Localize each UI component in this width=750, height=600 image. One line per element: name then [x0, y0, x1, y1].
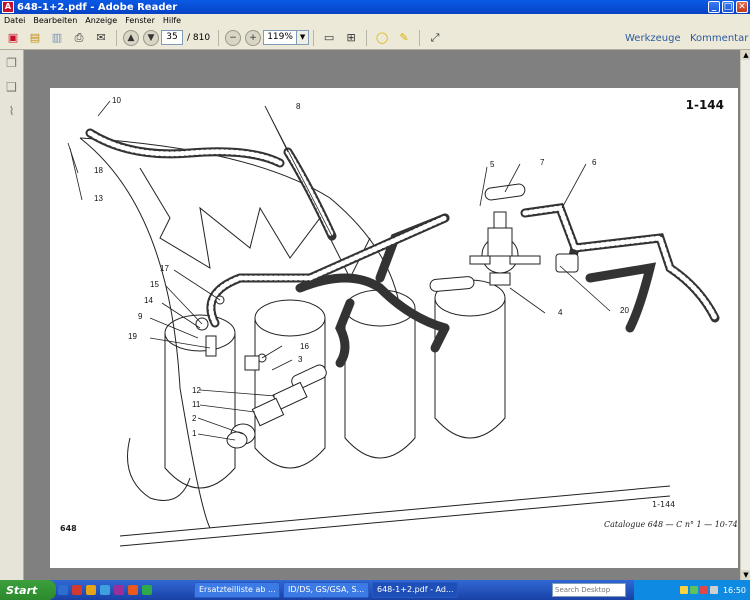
part-label: 5	[490, 160, 495, 169]
attachments-icon[interactable]: ⌇	[8, 104, 15, 118]
zoom-in-icon[interactable]: +	[245, 29, 262, 46]
part-label: 9	[138, 312, 143, 321]
quicklaunch-media-icon[interactable]	[114, 585, 124, 595]
toolbar-separator	[366, 29, 368, 46]
menu-bearbeiten[interactable]: Bearbeiten	[33, 15, 78, 25]
taskbar-item[interactable]: ID/DS, GS/GSA, S...	[283, 582, 369, 598]
part-label: 11	[192, 400, 201, 409]
desktop-search-input[interactable]: Search Desktop	[552, 583, 626, 597]
zoom-input[interactable]: 119%	[263, 30, 298, 45]
previous-page-icon[interactable]: ▲	[123, 29, 139, 46]
parts-diagram	[67, 100, 720, 547]
bookmarks-icon[interactable]: ❑	[6, 80, 17, 94]
catalogue-reference: Catalogue 648 — C n° 1 — 10-74	[604, 520, 738, 529]
create-pdf-icon[interactable]: ▣	[7, 31, 19, 44]
document-area: 1-144	[24, 50, 740, 580]
part-label: 16	[300, 342, 309, 351]
fit-page-icon[interactable]: ▭	[323, 31, 335, 44]
tray-icon[interactable]	[689, 586, 698, 594]
next-page-icon[interactable]: ▼	[143, 29, 159, 46]
email-icon[interactable]: ✉	[96, 31, 106, 44]
title-bar: A 648-1+2.pdf - Adobe Reader _ □ ✕	[0, 0, 750, 14]
show-desktop-icon[interactable]	[58, 585, 68, 595]
quicklaunch-pdf-icon[interactable]	[72, 585, 82, 595]
page-number-input[interactable]: 35	[161, 30, 183, 45]
chevron-down-icon[interactable]: ▼	[297, 30, 310, 45]
minimize-button[interactable]: _	[708, 1, 720, 13]
tray-icon[interactable]	[699, 586, 708, 594]
print-icon[interactable]: ⎙	[74, 30, 84, 44]
part-label: 18	[94, 166, 103, 175]
expand-icon[interactable]: ⤢	[430, 30, 440, 44]
highlight-icon[interactable]: ✎	[399, 31, 409, 44]
part-label: 1	[192, 429, 197, 438]
menu-fenster[interactable]: Fenster	[125, 15, 155, 25]
comment-icon[interactable]: ◯	[375, 31, 389, 44]
part-label: 10	[112, 96, 121, 105]
toolbar-separator	[419, 29, 421, 46]
part-label: 12	[192, 386, 201, 395]
part-label: 13	[94, 194, 103, 203]
comment-link[interactable]: Kommentar	[690, 33, 749, 44]
volume-icon[interactable]	[709, 586, 718, 594]
pdf-page: 1-144	[50, 88, 738, 568]
toolbar-separator	[218, 29, 220, 46]
quicklaunch-app-icon[interactable]	[142, 585, 152, 595]
menu-hilfe[interactable]: Hilfe	[162, 15, 182, 25]
taskbar: Start Ersatzteilliste ab ... ID/DS, GS/G…	[0, 580, 750, 600]
close-button[interactable]: ✕	[736, 1, 748, 13]
tools-link[interactable]: Werkzeuge	[625, 33, 681, 44]
toolbar: ▣ ▤ ▥ ⎙ ✉ ▲ ▼ 35 / 810 − + 119% ▼ ▭ ⊞ ◯ …	[0, 26, 750, 50]
vertical-scrollbar[interactable]: ▲ ▼	[740, 50, 750, 580]
taskbar-item-active[interactable]: 648-1+2.pdf - Ad...	[372, 582, 458, 598]
part-label: 17	[160, 264, 169, 273]
clock: 16:50	[722, 585, 746, 595]
quicklaunch-browser-icon[interactable]	[100, 585, 110, 595]
catalogue-model-number: 648	[60, 524, 77, 533]
zoom-out-icon[interactable]: −	[225, 29, 242, 46]
menu-datei[interactable]: Datei	[4, 15, 26, 25]
system-tray: 16:50	[634, 580, 750, 600]
toolbar-separator	[313, 29, 315, 46]
part-label: 14	[144, 296, 153, 305]
part-label: 20	[620, 306, 629, 315]
page-reference: 1-144	[685, 98, 724, 112]
menu-anzeige[interactable]: Anzeige	[85, 15, 118, 25]
part-label: 15	[150, 280, 159, 289]
part-label: 2	[192, 414, 197, 423]
page-total: / 810	[187, 32, 211, 43]
part-label: 7	[540, 158, 545, 167]
quicklaunch-folder-icon[interactable]	[86, 585, 96, 595]
open-icon[interactable]: ▤	[29, 31, 41, 44]
fit-width-icon[interactable]: ⊞	[346, 31, 356, 44]
part-label: 8	[296, 102, 301, 111]
save-icon[interactable]: ▥	[51, 31, 63, 44]
part-label: 19	[128, 332, 137, 341]
maximize-button[interactable]: □	[722, 1, 734, 13]
navigation-panel: ❐ ❑ ⌇	[0, 50, 24, 580]
figure-reference: 1-144	[652, 500, 676, 509]
pages-icon[interactable]: ❐	[6, 56, 17, 70]
scroll-down-icon[interactable]: ▼	[741, 570, 750, 580]
start-button[interactable]: Start	[0, 580, 56, 600]
toolbar-separator	[116, 29, 117, 46]
part-label: 3	[298, 355, 303, 364]
window-title: 648-1+2.pdf - Adobe Reader	[17, 1, 178, 13]
scroll-up-icon[interactable]: ▲	[741, 50, 750, 60]
quicklaunch-firefox-icon[interactable]	[128, 585, 138, 595]
pdf-icon: A	[2, 1, 14, 13]
taskbar-item[interactable]: Ersatzteilliste ab ...	[194, 582, 280, 598]
part-label: 6	[592, 158, 597, 167]
tray-icon[interactable]	[679, 586, 688, 594]
part-label: 4	[558, 308, 563, 317]
menu-bar: Datei Bearbeiten Anzeige Fenster Hilfe	[0, 14, 750, 26]
